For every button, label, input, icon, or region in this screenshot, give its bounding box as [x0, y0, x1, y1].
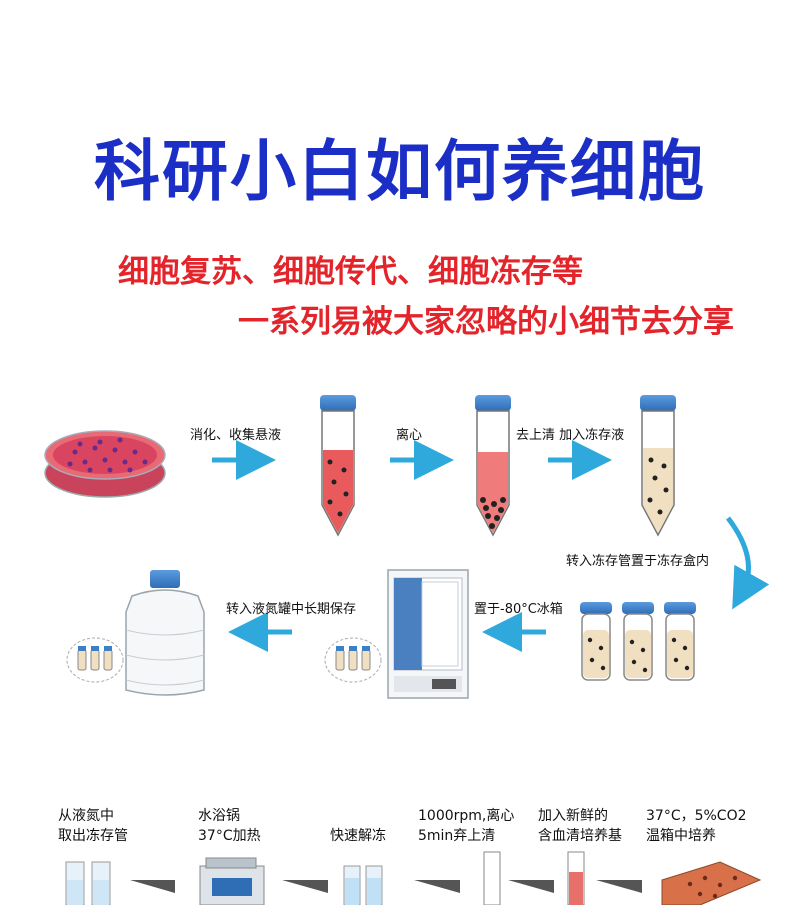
culture-flask-icon — [661, 861, 762, 905]
thaw-label-line: 含血清培养基 — [538, 828, 622, 844]
thaw-label-line: 37°C加热 — [198, 828, 261, 844]
page-title: 科研小白如何养细胞 — [94, 133, 706, 210]
thaw-label-add-medium: 加入新鲜的 含血清培养基 — [538, 806, 622, 846]
thaw-label-take-out: 从液氮中 取出冻存管 — [58, 806, 128, 846]
thaw-label-line: 5min弃上清 — [418, 828, 496, 844]
centrifuge-tube-icon — [475, 395, 511, 537]
thaw-label-line: 水浴锅 — [198, 808, 240, 824]
cryovials-icon — [580, 602, 696, 681]
arrow-right-icon — [414, 880, 460, 893]
curved-arrow-icon — [726, 516, 770, 610]
thaw-label-line: 加入新鲜的 — [538, 808, 608, 824]
thawed-vials-icon — [343, 865, 383, 905]
centrifuge-tube-icon — [483, 851, 501, 905]
thaw-label-line: 取出冻存管 — [58, 828, 128, 844]
medium-tube-icon — [567, 851, 585, 905]
thaw-label-water-bath: 水浴锅 37°C加热 — [198, 806, 261, 846]
step-label-to-box: 转入冻存管置于冻存盒内 — [566, 554, 710, 569]
thaw-label-spin: 1000rpm,离心 5min弃上清 — [418, 806, 514, 846]
step-label-digest: 消化、收集悬液 — [190, 428, 282, 443]
liquid-nitrogen-tank-icon — [125, 570, 205, 696]
thaw-vials-icon — [65, 861, 111, 905]
centrifuge-tube-icon — [320, 395, 356, 537]
thaw-label-incubate: 37°C，5%CO2 温箱中培养 — [646, 806, 747, 846]
arrow-right-icon — [282, 880, 328, 893]
step-label-nitrogen: 转入液氮罐中长期保存 — [226, 602, 357, 617]
thaw-label-line: 从液氮中 — [58, 808, 114, 824]
step-label-centrifuge: 离心 — [396, 428, 423, 443]
thaw-label-line: 1000rpm,离心 — [418, 808, 515, 824]
subtitle-line-1: 细胞复苏、细胞传代、细胞冻存等 — [118, 254, 583, 290]
subtitle-line-2: 一系列易被大家忽略的小细节去分享 — [238, 304, 734, 340]
centrifuge-tube-icon — [640, 395, 676, 537]
vials-icon — [66, 637, 124, 683]
step-label-freezer: 置于-80°C冰箱 — [474, 602, 563, 617]
arrow-right-icon — [130, 880, 175, 893]
arrow-right-icon — [596, 880, 642, 893]
arrow-right-icon — [508, 880, 554, 893]
thaw-label-line: 温箱中培养 — [646, 828, 716, 844]
freezer-icon — [387, 569, 469, 699]
petri-dish-icon — [44, 430, 166, 498]
water-bath-icon — [199, 857, 265, 905]
vials-icon — [324, 637, 382, 683]
step-label-supernatant: 去上清 加入冻存液 — [516, 428, 625, 443]
thaw-label-line: 37°C，5%CO2 — [646, 808, 747, 824]
thaw-label-quick-thaw: 快速解冻 — [330, 828, 386, 844]
